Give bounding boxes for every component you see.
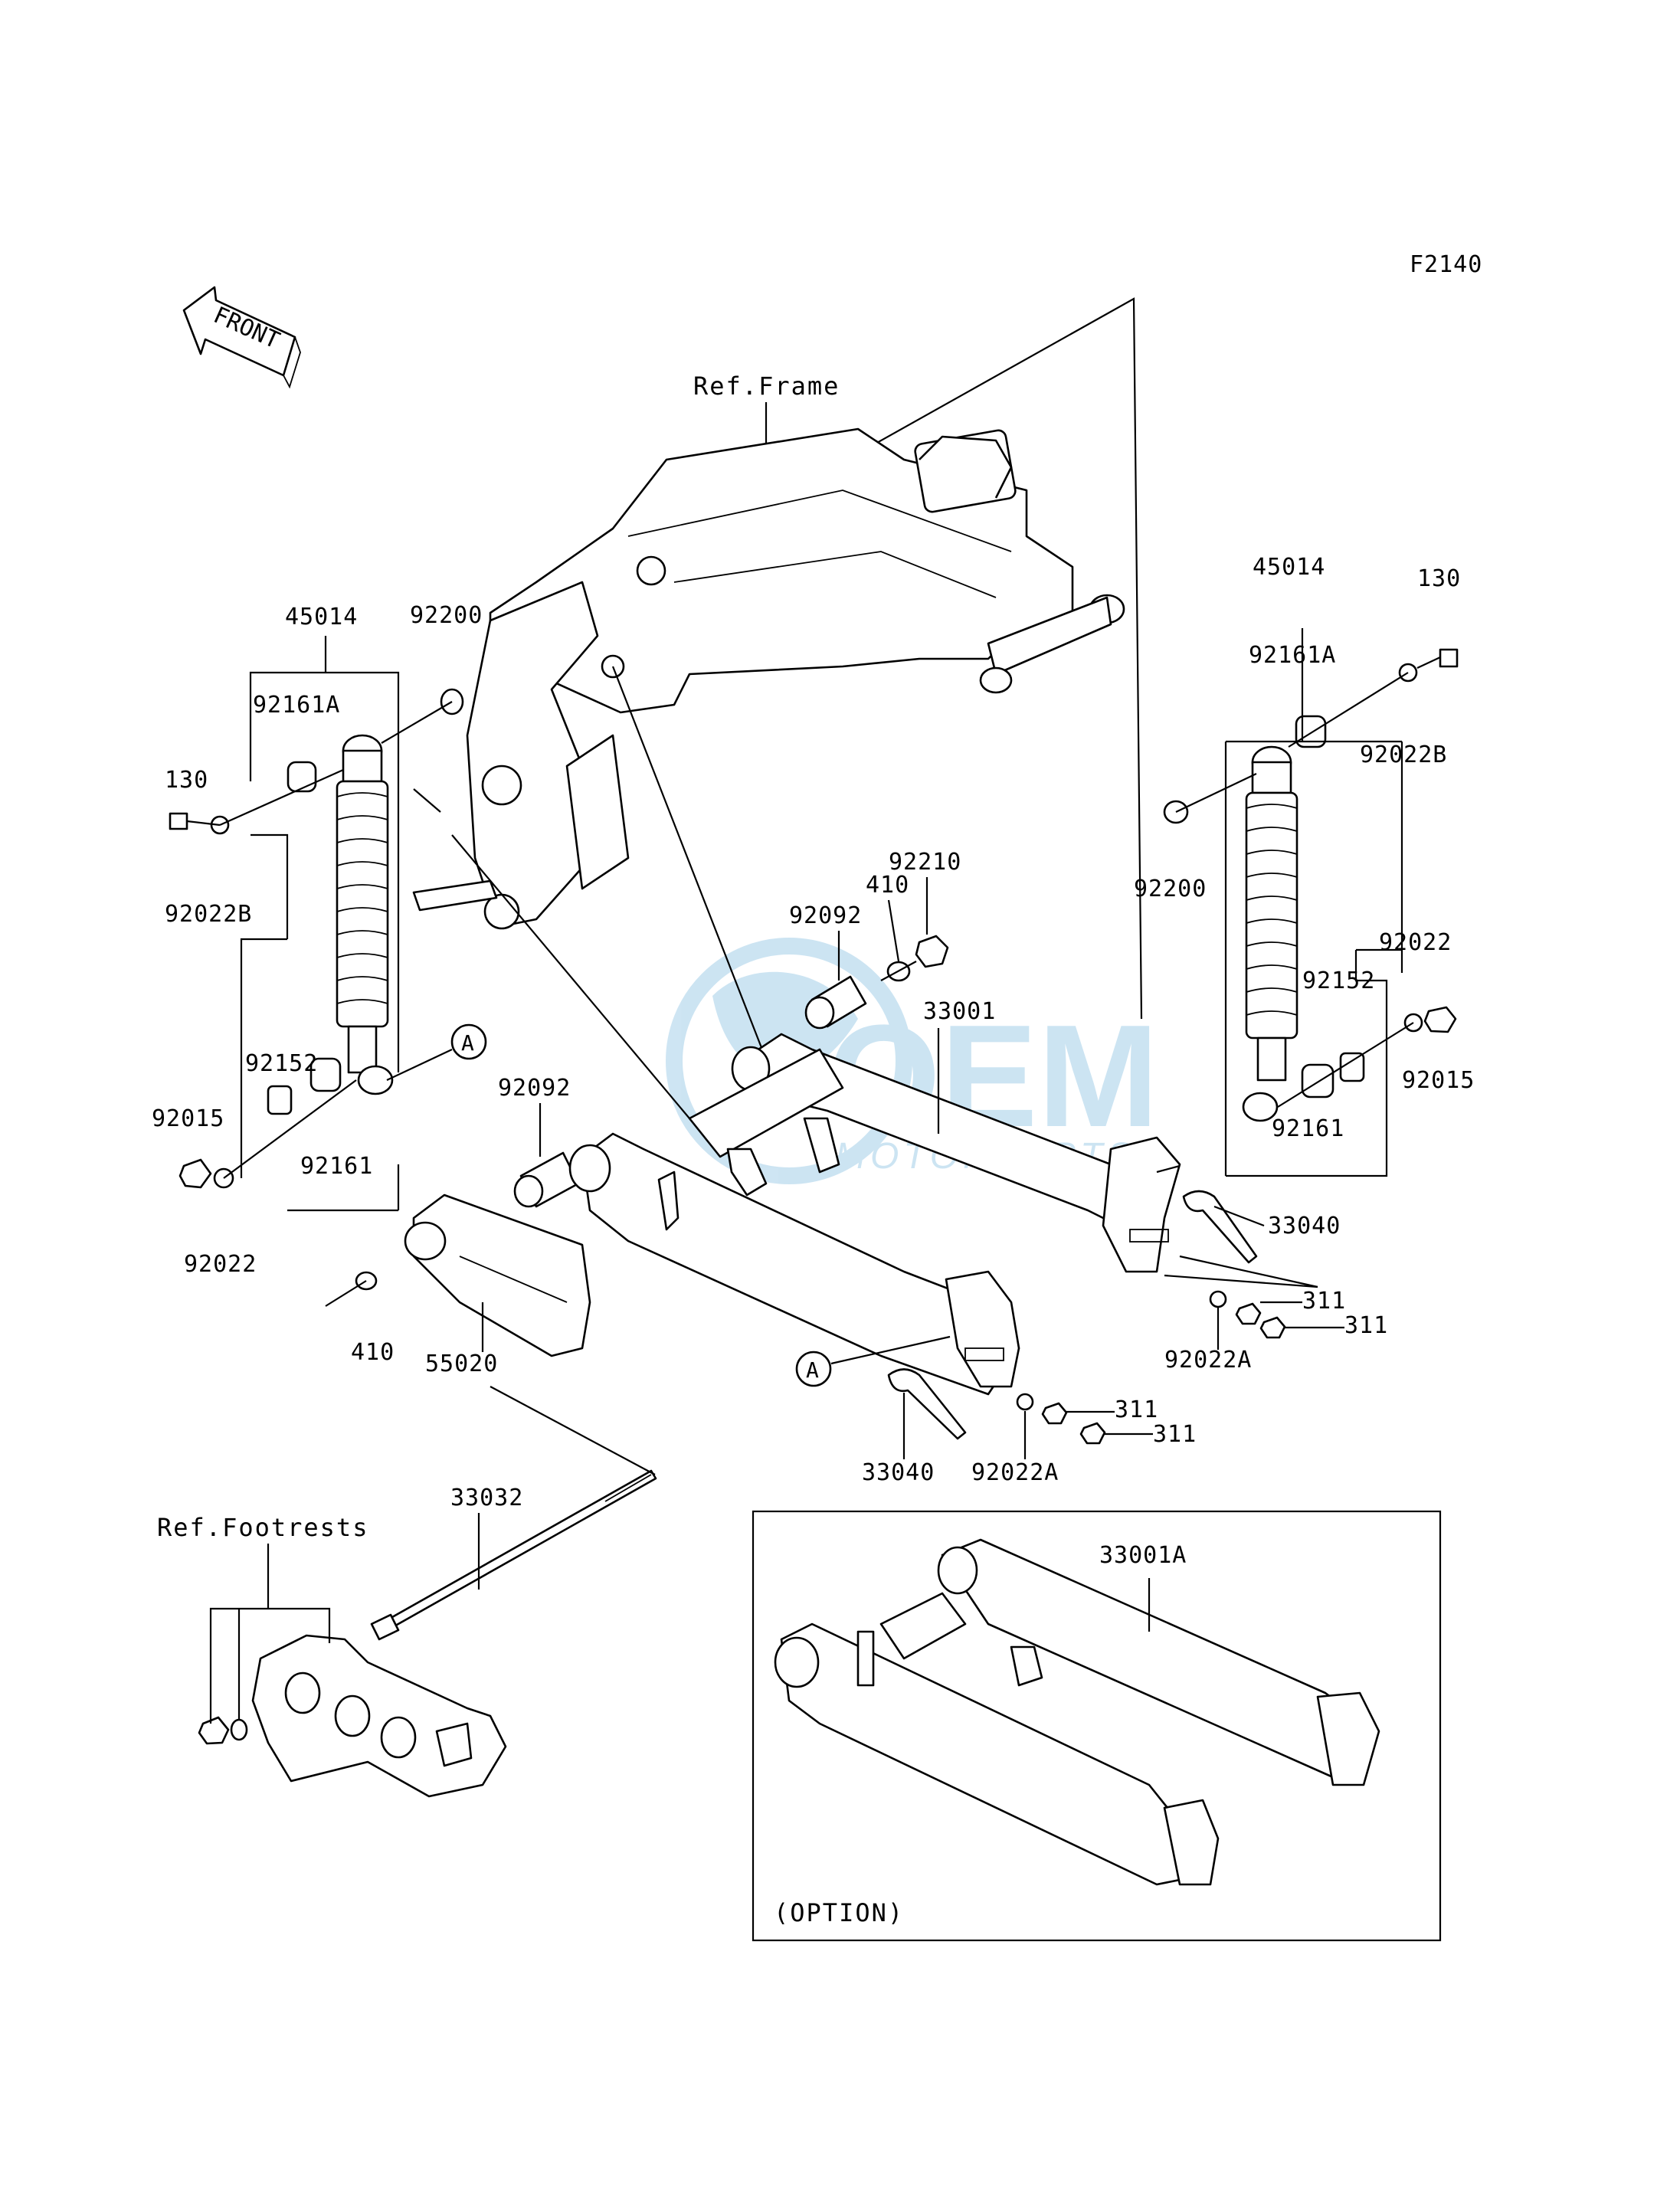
shock-absorber-left — [336, 734, 394, 1095]
label-92022-right: 92022 — [1379, 929, 1452, 956]
label-311-c: 311 — [1115, 1396, 1158, 1423]
nut-92015-left — [178, 1158, 212, 1189]
label-45014-right: 45014 — [1253, 554, 1325, 581]
label-92022a-lower: 92022A — [971, 1459, 1059, 1486]
nut-311-b — [1259, 1316, 1286, 1339]
label-45014-left: 45014 — [285, 604, 358, 630]
footrest-bracket — [251, 1634, 507, 1798]
label-33032: 33032 — [450, 1485, 523, 1511]
label-311-a: 311 — [1302, 1288, 1346, 1315]
adjuster-33040-right — [1182, 1190, 1258, 1264]
label-33040-right: 33040 — [1268, 1213, 1341, 1239]
diagram-code: F2140 — [1410, 251, 1482, 278]
chain-guard — [404, 1193, 591, 1357]
label-311-d: 311 — [1153, 1421, 1197, 1448]
nut-311-d — [1079, 1422, 1106, 1445]
option-box — [752, 1510, 1442, 1942]
label-92022a-right: 92022A — [1164, 1347, 1252, 1374]
label-92022b-right: 92022B — [1360, 742, 1447, 768]
label-92092-upper: 92092 — [789, 902, 862, 929]
nut-311-c — [1041, 1402, 1068, 1425]
label-92022b-left: 92022B — [165, 901, 252, 928]
label-55020: 55020 — [425, 1351, 498, 1377]
label-33001a: 33001A — [1099, 1542, 1187, 1569]
collar-92161-left — [309, 1057, 342, 1092]
collar-92161-right — [1301, 1063, 1335, 1098]
label-92200-left: 92200 — [410, 602, 483, 629]
callout-a-upper-text: A — [461, 1030, 474, 1056]
ref-footrests-label: Ref.Footrests — [157, 1513, 368, 1542]
label-33040-lower: 33040 — [862, 1459, 935, 1486]
label-410-lower: 410 — [351, 1339, 395, 1366]
callout-a-lower-text: A — [806, 1357, 819, 1383]
washer-92022a-right — [1209, 1290, 1227, 1308]
collar-92161a-right — [1295, 715, 1327, 748]
label-92152-right: 92152 — [1302, 968, 1375, 994]
collar-92152-left — [267, 1085, 293, 1115]
nut-92015-right — [1423, 1006, 1457, 1033]
shock-absorber-right — [1242, 745, 1298, 1122]
ref-frame-label: Ref.Frame — [693, 372, 840, 401]
collar-92161a-left — [287, 761, 317, 793]
label-92200-right: 92200 — [1134, 876, 1207, 902]
front-arrow-icon: FRONT — [182, 286, 301, 389]
label-92161-left: 92161 — [300, 1153, 373, 1180]
bolt-130-right — [1439, 648, 1459, 668]
nut-311-a — [1235, 1302, 1262, 1325]
callout-a-upper — [450, 1023, 487, 1060]
pivot-shaft — [370, 1469, 657, 1641]
label-92015-right: 92015 — [1402, 1067, 1475, 1094]
label-92092-lower: 92092 — [498, 1075, 571, 1102]
label-130-left: 130 — [165, 767, 208, 794]
label-130-right: 130 — [1417, 565, 1461, 592]
footrest-nut — [198, 1716, 230, 1745]
bolt-130-left — [169, 812, 188, 830]
footrest-washer — [230, 1718, 248, 1741]
adjuster-33040-lower — [887, 1368, 967, 1440]
label-410-upper: 410 — [866, 872, 909, 899]
label-33001: 33001 — [923, 998, 996, 1025]
nut-92210 — [915, 935, 949, 968]
label-92161a-right: 92161A — [1249, 642, 1336, 669]
option-label: (OPTION) — [774, 1898, 904, 1927]
swingarm-option — [774, 1538, 1380, 1886]
label-92161a-left: 92161A — [253, 692, 340, 719]
label-92210: 92210 — [889, 849, 961, 876]
label-92015-left: 92015 — [152, 1105, 224, 1132]
label-92022-left: 92022 — [184, 1251, 257, 1278]
label-92152-left: 92152 — [245, 1050, 318, 1077]
washer-92022a-lower — [1016, 1393, 1034, 1411]
collar-92152-right — [1339, 1052, 1365, 1082]
frame — [412, 427, 1125, 930]
label-311-b: 311 — [1344, 1312, 1388, 1339]
label-92161-right: 92161 — [1272, 1115, 1344, 1142]
callout-a-lower — [795, 1351, 832, 1387]
